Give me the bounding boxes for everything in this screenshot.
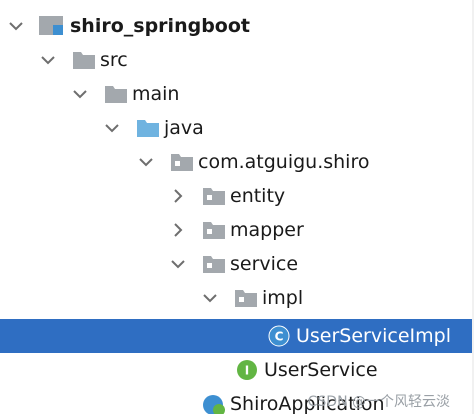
- tree-item-shiro-application[interactable]: ShiroApplication: [0, 387, 472, 414]
- package-icon: [202, 253, 226, 275]
- tree-item-label: entity: [230, 185, 286, 207]
- tree-item-label: UserServiceImpl: [296, 325, 451, 347]
- chevron-down-icon[interactable]: [70, 84, 90, 104]
- tree-item-impl[interactable]: impl: [0, 281, 472, 315]
- tree-item-label: com.atguigu.shiro: [198, 151, 370, 173]
- package-icon: [170, 151, 194, 173]
- package-icon: [202, 185, 226, 207]
- tree-item-label: service: [230, 253, 299, 275]
- spring-boot-class-icon: [202, 393, 226, 414]
- folder-icon: [104, 83, 128, 105]
- tree-item-java[interactable]: java: [0, 111, 472, 145]
- interface-icon-letter: I: [245, 364, 249, 378]
- package-icon: [234, 287, 258, 309]
- chevron-down-icon[interactable]: [168, 254, 188, 274]
- tree-item-label: UserService: [264, 359, 378, 381]
- tree-item-user-service[interactable]: I UserService: [0, 353, 472, 387]
- tree-item-label: src: [100, 49, 128, 71]
- class-icon: C: [268, 325, 290, 347]
- tree-item-label: impl: [262, 287, 304, 309]
- tree-item-com-atguigu-shiro[interactable]: com.atguigu.shiro: [0, 145, 472, 179]
- chevron-down-icon[interactable]: [38, 50, 58, 70]
- tree-item-main[interactable]: main: [0, 77, 472, 111]
- tree-item-mapper[interactable]: mapper: [0, 213, 472, 247]
- chevron-down-icon[interactable]: [6, 16, 26, 36]
- package-icon: [202, 219, 226, 241]
- tree-item-user-service-impl[interactable]: C UserServiceImpl: [0, 319, 472, 353]
- tree-item-label: mapper: [230, 219, 304, 241]
- watermark: CSDN @一个风轻云淡: [307, 394, 450, 410]
- class-icon-letter: C: [275, 330, 284, 344]
- interface-icon: I: [236, 359, 258, 381]
- folder-icon: [72, 49, 96, 71]
- tree-item-entity[interactable]: entity: [0, 179, 472, 213]
- module-folder-icon: [38, 15, 66, 37]
- tree-item-label: ShiroApplication: [230, 393, 385, 414]
- chevron-down-icon[interactable]: [102, 118, 122, 138]
- source-root-folder-icon: [136, 117, 160, 139]
- tree-item-src[interactable]: src: [0, 43, 472, 77]
- chevron-right-icon[interactable]: [168, 220, 188, 240]
- tree-item-label: main: [132, 83, 180, 105]
- tree-item-label: java: [164, 117, 204, 139]
- chevron-down-icon[interactable]: [136, 152, 156, 172]
- scrollbar[interactable]: [472, 0, 474, 414]
- tree-item-shiro-springboot[interactable]: shiro_springboot: [0, 9, 472, 43]
- tree-item-service[interactable]: service: [0, 247, 472, 281]
- chevron-down-icon[interactable]: [200, 288, 220, 308]
- chevron-right-icon[interactable]: [168, 186, 188, 206]
- tree-item-label: shiro_springboot: [70, 15, 250, 37]
